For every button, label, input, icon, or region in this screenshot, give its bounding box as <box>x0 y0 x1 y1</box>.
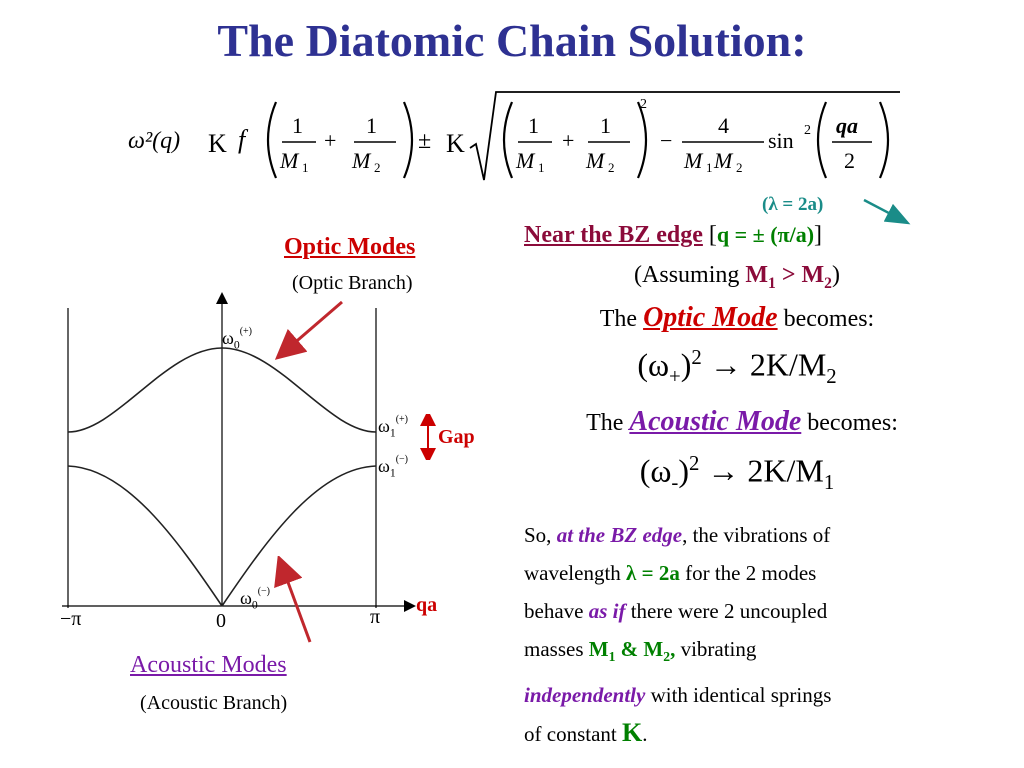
para-line-2: wavelength λ = 2a for the 2 modes <box>524 561 817 585</box>
omega-0-minus-label: ω0(−) <box>240 586 271 612</box>
page-title: The Diatomic Chain Solution: <box>217 15 807 66</box>
dispersion-equation: ω²(q) K f 1 M 1 + 1 M 2 ± K 1 M 1 + 1 M … <box>128 91 900 181</box>
acoustic-branch-curve-right <box>221 465 377 607</box>
optic-branch-subtitle: (Optic Branch) <box>292 272 413 294</box>
gap-arrow <box>420 414 436 460</box>
eq-omega-squared: ω²(q) <box>128 128 180 154</box>
acoustic-arrow <box>274 556 312 643</box>
explanation-paragraph: So, at the BZ edge, the vibrations of wa… <box>524 516 974 753</box>
svg-text:1: 1 <box>528 113 539 138</box>
eq-K-1: K <box>208 129 227 158</box>
svg-text:M: M <box>713 148 734 173</box>
svg-text:1: 1 <box>538 160 545 175</box>
acoustic-limit-formula: (ω-)2 → 2K/M1 <box>639 452 835 495</box>
svg-text:1: 1 <box>600 113 611 138</box>
acoustic-mode-line: The Acoustic Mode becomes: <box>586 406 898 437</box>
svg-text:2: 2 <box>736 160 743 175</box>
acoustic-branch-subtitle: (Acoustic Branch) <box>140 692 288 714</box>
optic-arrow <box>274 300 343 360</box>
svg-text:2: 2 <box>844 148 855 173</box>
tick-pi: π <box>370 606 381 628</box>
svg-text:+: + <box>324 128 336 153</box>
optic-limit-formula: (ω+)2 → 2K/M2 <box>637 346 837 389</box>
para-line-5: independently with identical springs <box>524 683 832 708</box>
svg-text:M: M <box>279 148 300 173</box>
svg-text:1: 1 <box>366 113 377 138</box>
svg-text:qa: qa <box>836 113 858 138</box>
svg-text:M: M <box>683 148 704 173</box>
svg-text:M: M <box>585 148 606 173</box>
x-axis-label: qa <box>416 594 438 616</box>
svg-text:1: 1 <box>292 113 303 138</box>
lambda-note: (λ = 2a) <box>762 194 824 215</box>
lambda-arrow <box>863 198 911 225</box>
acoustic-branch-curve-left <box>67 465 223 607</box>
svg-text:1: 1 <box>706 160 713 175</box>
optic-mode-line: The Optic Mode becomes: <box>599 302 875 333</box>
tick-zero: 0 <box>216 610 226 632</box>
optic-branch-curve <box>67 347 377 433</box>
acoustic-modes-title: Acoustic Modes <box>130 652 287 678</box>
svg-text:+: + <box>562 128 574 153</box>
eq-f: f <box>238 125 249 154</box>
dispersion-graph <box>62 292 416 612</box>
svg-text:sin: sin <box>768 128 794 153</box>
gap-label: Gap <box>438 426 475 448</box>
optic-modes-title: Optic Modes <box>284 234 416 260</box>
svg-text:2: 2 <box>640 97 647 112</box>
svg-text:−: − <box>660 128 672 153</box>
svg-text:M: M <box>515 148 536 173</box>
eq-K-2: K <box>446 129 465 158</box>
svg-text:2: 2 <box>374 160 381 175</box>
eq-plus-minus: ± <box>418 128 431 154</box>
assuming-line: (Assuming M1 > M2) <box>634 262 840 292</box>
svg-text:M: M <box>351 148 372 173</box>
omega-0-plus-label: ω0(+) <box>222 326 253 352</box>
svg-text:4: 4 <box>718 113 729 138</box>
svg-text:1: 1 <box>302 160 309 175</box>
svg-text:2: 2 <box>608 160 615 175</box>
para-line-3: behave as if there were 2 uncoupled <box>524 599 828 623</box>
omega-1-plus-label: ω1(+) <box>378 414 409 440</box>
para-line-4: masses M1 & M2, vibrating <box>524 637 757 665</box>
para-line-1: So, at the BZ edge, the vibrations of <box>524 523 831 547</box>
para-line-6: of constant K. <box>524 718 648 748</box>
near-bz-line: Near the BZ edge [q = ± (π/a)] <box>524 222 823 248</box>
svg-text:2: 2 <box>804 123 811 138</box>
tick-minus-pi: −π <box>60 608 82 630</box>
omega-1-minus-label: ω1(−) <box>378 454 409 480</box>
